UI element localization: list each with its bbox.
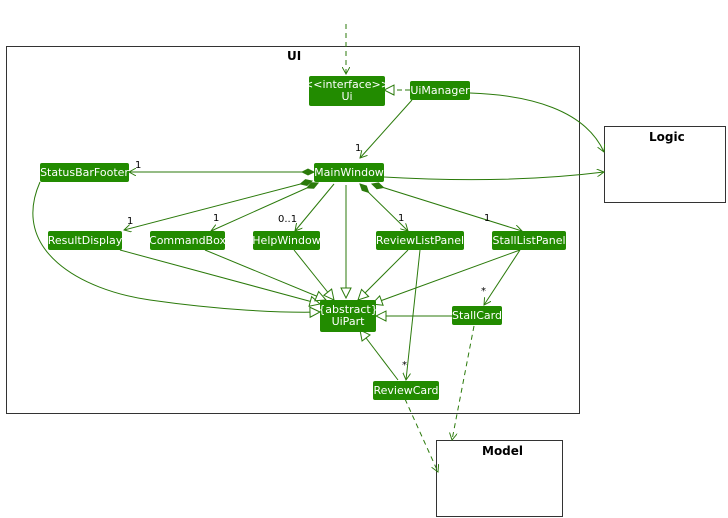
stalllist-extends-uipart xyxy=(372,249,521,304)
uipart-name: UiPart xyxy=(331,315,365,328)
stalllist-to-stallcard xyxy=(484,249,521,305)
mult-to-command-box: 1 xyxy=(213,213,220,224)
mult-to-stall-card: * xyxy=(481,286,486,297)
main-to-commandbox xyxy=(211,183,318,231)
stalllistpanel-class[interactable]: StallListPanel xyxy=(492,231,566,250)
statusbarfooter-class[interactable]: StatusBarFooter xyxy=(40,163,129,182)
reviewlist-extends-uipart xyxy=(358,249,409,300)
reviewcard-class[interactable]: ReviewCard xyxy=(373,381,439,400)
logic-package-title: Logic xyxy=(649,130,685,144)
ui-interface-name: Ui xyxy=(341,90,353,103)
model-package: Model xyxy=(436,440,563,517)
stallcard-to-model xyxy=(452,325,475,440)
mult-to-result-display: 1 xyxy=(127,216,134,227)
uipart-stereotype: {abstract} xyxy=(318,303,378,316)
mult-to-status-bar: 1 xyxy=(135,160,142,171)
resultdisplay-extends-uipart xyxy=(119,249,320,304)
main-to-stalllist xyxy=(372,184,522,231)
helpwindow-extends-uipart xyxy=(293,249,334,300)
resultdisplay-class[interactable]: ResultDisplay xyxy=(48,231,122,250)
mult-manager-to-main: 1 xyxy=(355,143,362,154)
mainwindow-class[interactable]: MainWindow xyxy=(314,163,384,182)
reviewcard-extends-uipart xyxy=(360,330,399,381)
commandbox-class[interactable]: CommandBox xyxy=(149,231,226,250)
reviewlistpanel-class[interactable]: ReviewListPanel xyxy=(376,231,464,250)
mainwindow-to-logic xyxy=(383,172,604,181)
uimanager-class[interactable]: UiManager xyxy=(410,81,470,100)
ui-interface-stereotype: <<interface>> xyxy=(304,78,390,91)
uipart-class[interactable]: {abstract} UiPart xyxy=(318,300,378,332)
helpwindow-class[interactable]: HelpWindow xyxy=(252,231,321,250)
uimanager-to-mainwindow xyxy=(360,99,413,158)
reviewcard-to-model xyxy=(404,398,438,472)
model-package-title: Model xyxy=(482,444,524,458)
logic-package: Logic xyxy=(604,126,726,203)
mult-to-review-list: 1 xyxy=(398,213,405,224)
ui-interface-class[interactable]: <<interface>> Ui xyxy=(304,76,390,106)
mult-to-review-card: * xyxy=(402,360,407,371)
mult-to-help-window: 0..1 xyxy=(278,214,298,225)
uimanager-to-logic xyxy=(469,92,604,152)
reviewlist-to-reviewcard xyxy=(406,249,421,380)
main-to-helpwindow xyxy=(295,183,335,231)
ui-package-title: UI xyxy=(287,49,302,63)
mult-to-stall-list: 1 xyxy=(484,213,491,224)
commandbox-extends-uipart xyxy=(204,249,326,300)
stallcard-class[interactable]: StallCard xyxy=(452,306,502,325)
statusbar-extends-uipart xyxy=(32,181,320,312)
